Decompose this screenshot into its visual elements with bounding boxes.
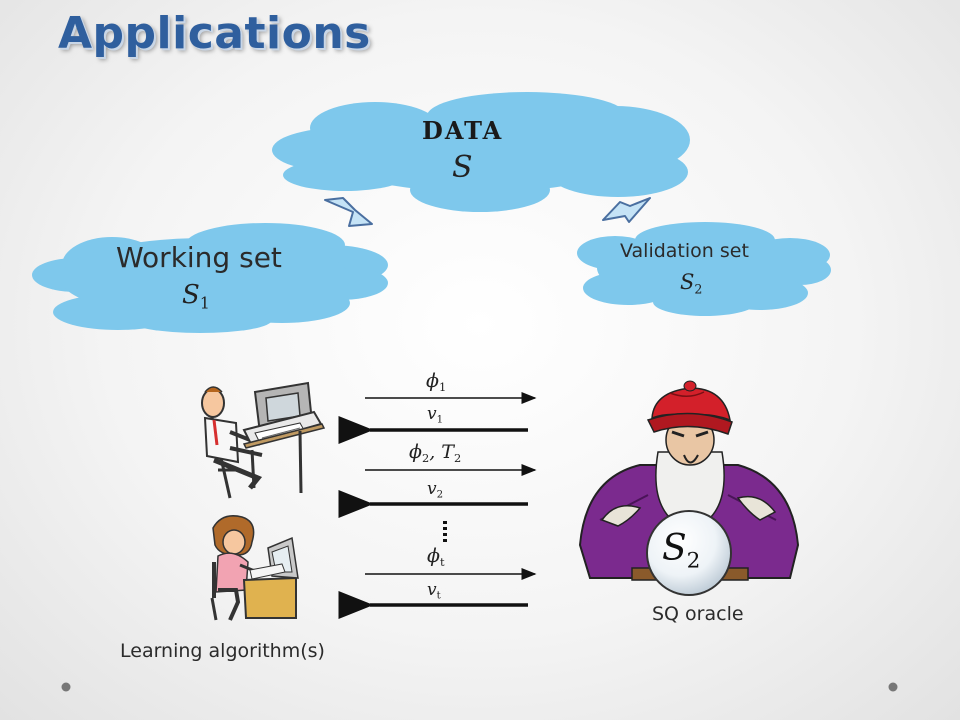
crystal-ball-icon (646, 510, 732, 596)
answer-label-t: vt (427, 580, 441, 602)
working-set-label: Working set (116, 241, 282, 274)
working-set-cloud (32, 223, 388, 333)
query-label-2: ϕ2, T2 (409, 441, 462, 465)
slide-title: Applications (58, 8, 371, 59)
data-cloud-variable: S (452, 150, 473, 185)
algorithm-label: Learning algorithm(s) (120, 640, 325, 662)
query-label-1: ϕ1 (426, 370, 447, 394)
validation-set-variable: S2 (680, 270, 703, 297)
query-label-t: ϕt (427, 545, 445, 569)
split-arrow-left (324, 197, 373, 227)
decorative-dot-left (61, 682, 71, 692)
data-cloud-label: DATA (422, 116, 504, 145)
oracle-label: SQ oracle (652, 603, 744, 625)
split-arrow-right (602, 197, 651, 223)
working-set-variable: S1 (182, 280, 210, 313)
woman-at-computer-icon (210, 515, 299, 621)
message-arrows (338, 392, 537, 619)
man-at-computer-icon (201, 381, 326, 499)
data-cloud (272, 92, 690, 212)
decorative-dot-right (888, 682, 898, 692)
answer-label-2: v2 (427, 479, 444, 501)
answer-label-1: v1 (427, 404, 444, 426)
validation-set-label: Validation set (620, 240, 749, 262)
validation-set-cloud (577, 222, 831, 316)
crystal-ball-variable: S2 (662, 528, 701, 574)
wizard-oracle-icon (578, 380, 800, 596)
